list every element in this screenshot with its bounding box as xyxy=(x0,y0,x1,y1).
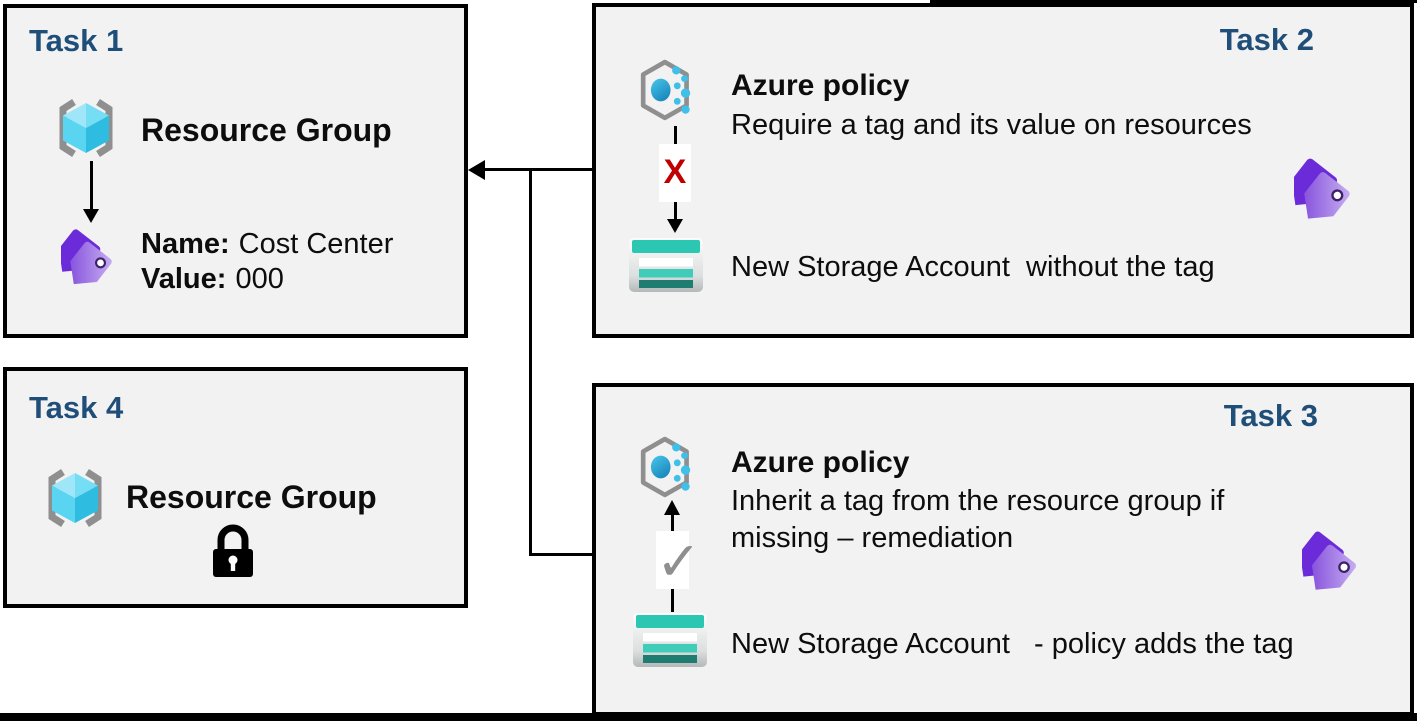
tag-name-value: Cost Center xyxy=(238,228,394,260)
tag-value-label: Value: xyxy=(141,263,227,295)
task1-tag-fields: Name:Cost Center Value:000 xyxy=(141,227,393,297)
arrowhead-into-task1 xyxy=(468,160,485,180)
bottom-edge-bar xyxy=(0,713,1417,721)
task3-policy-description-line1: Inherit a tag from the resource group if xyxy=(731,485,1225,517)
task4-resource-group-label: Resource Group xyxy=(126,479,377,515)
tag-value-line: Value:000 xyxy=(141,262,393,297)
task2-to-task1-connector-line xyxy=(483,168,592,171)
tags-icon xyxy=(1302,530,1359,594)
check-mark: ✓ xyxy=(656,532,702,592)
task2-storage-caption: New Storage Account without the tag xyxy=(731,251,1215,283)
top-edge-thin-line xyxy=(1168,0,1417,3)
storage-account-icon xyxy=(633,613,707,667)
task3-connector-vertical-line xyxy=(529,168,532,556)
task2-arrowhead-down xyxy=(667,219,683,233)
tag-value-value: 000 xyxy=(235,263,284,295)
azure-policy-icon xyxy=(638,434,700,502)
task1-resource-group-label: Resource Group xyxy=(141,112,392,148)
task2-title: Task 2 xyxy=(1219,22,1314,57)
task1-arrow-line xyxy=(90,161,93,213)
task3-title: Task 3 xyxy=(1223,398,1318,433)
task2-x-backdrop xyxy=(659,144,691,202)
task3-policy-title: Azure policy xyxy=(731,446,910,479)
resource-group-icon xyxy=(50,96,122,160)
storage-account-icon xyxy=(629,238,703,292)
azure-policy-icon xyxy=(638,57,700,125)
task3-policy-description: Inherit a tag from the resource group if… xyxy=(731,483,1224,557)
task2-policy-description: Require a tag and its value on resources xyxy=(731,109,1252,141)
task1-title: Task 1 xyxy=(29,23,124,58)
task4-title: Task 4 xyxy=(29,390,124,425)
task3-check-backdrop xyxy=(656,531,689,589)
tag-name-label: Name: xyxy=(141,228,230,260)
task1-arrowhead-down xyxy=(83,209,99,223)
task2-policy-title: Azure policy xyxy=(731,69,910,102)
tags-icon xyxy=(1294,157,1353,223)
tags-icon xyxy=(61,226,115,292)
task3-connector-horizontal-line xyxy=(529,553,592,556)
lock-icon xyxy=(212,523,254,579)
task3-policy-description-line2: missing – remediation xyxy=(731,522,1014,554)
resource-group-icon xyxy=(39,466,111,530)
task2-box: Task 2 Azure policy Require a tag and it… xyxy=(592,3,1414,338)
task3-box: Task 3 Azure policy Inherit a tag from t… xyxy=(592,383,1414,716)
tag-name-line: Name:Cost Center xyxy=(141,227,393,262)
reject-x-mark: X xyxy=(663,153,687,191)
task1-box: Task 1 Resource Group Name:Cost Center V… xyxy=(3,4,468,338)
task3-storage-caption: New Storage Account - policy adds the ta… xyxy=(731,628,1294,660)
task3-arrowhead-up xyxy=(664,500,680,515)
task4-box: Task 4 Resource Group xyxy=(3,367,468,608)
